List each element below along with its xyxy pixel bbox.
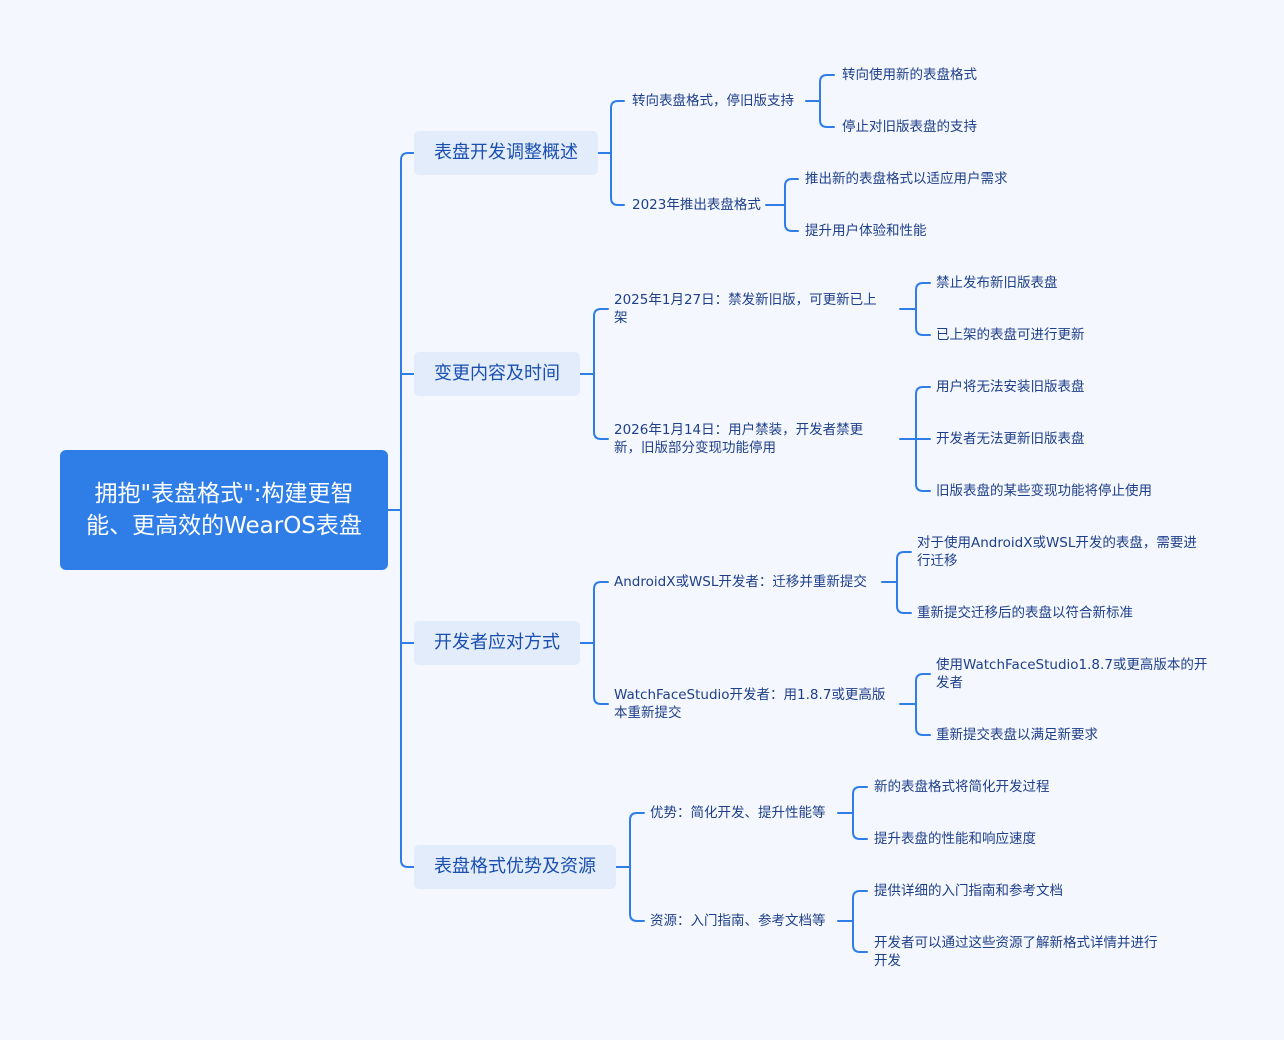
connector bbox=[837, 786, 868, 840]
connector bbox=[881, 551, 912, 614]
branch-topic-overview[interactable]: 表盘开发调整概述 bbox=[414, 131, 598, 175]
connector bbox=[899, 282, 931, 336]
subtopic[interactable]: AndroidX或WSL开发者：迁移并重新提交 bbox=[614, 574, 867, 590]
leaf-topic[interactable]: 用户将无法安装旧版表盘 bbox=[936, 379, 1085, 395]
connector bbox=[765, 178, 799, 232]
connector bbox=[579, 308, 609, 440]
branch-label: 变更内容及时间 bbox=[434, 363, 560, 384]
connector bbox=[387, 152, 415, 868]
branch-topic-developers[interactable]: 开发者应对方式 bbox=[414, 621, 580, 665]
subtopic[interactable]: 转向表盘格式，停旧版支持 bbox=[632, 93, 794, 109]
branch-topic-changes[interactable]: 变更内容及时间 bbox=[414, 352, 580, 396]
connector bbox=[899, 386, 931, 492]
connector bbox=[805, 74, 835, 128]
branch-topic-resources[interactable]: 表盘格式优势及资源 bbox=[414, 845, 616, 889]
subtopic[interactable]: 2025年1月27日：禁发新旧版，可更新已上架 bbox=[614, 292, 877, 326]
connector bbox=[597, 100, 625, 206]
leaf-topic[interactable]: 提供详细的入门指南和参考文档 bbox=[874, 883, 1063, 899]
leaf-topic[interactable]: 使用WatchFaceStudio1.8.7或更高版本的开发者 bbox=[936, 657, 1208, 691]
leaf-topic[interactable]: 开发者无法更新旧版表盘 bbox=[936, 431, 1085, 447]
leaf-topic[interactable]: 已上架的表盘可进行更新 bbox=[936, 327, 1085, 343]
leaf-topic[interactable]: 停止对旧版表盘的支持 bbox=[842, 119, 977, 135]
subtopic[interactable]: 优势：简化开发、提升性能等 bbox=[650, 805, 826, 821]
leaf-topic[interactable]: 转向使用新的表盘格式 bbox=[842, 67, 977, 83]
subtopic[interactable]: 2023年推出表盘格式 bbox=[632, 197, 761, 213]
root-topic[interactable]: 拥抱"表盘格式":构建更智能、更高效的WearOS表盘 bbox=[60, 450, 388, 570]
leaf-topic[interactable]: 重新提交迁移后的表盘以符合新标准 bbox=[917, 605, 1133, 621]
leaf-topic[interactable]: 旧版表盘的某些变现功能将停止使用 bbox=[936, 483, 1152, 499]
leaf-topic[interactable]: 重新提交表盘以满足新要求 bbox=[936, 727, 1098, 743]
leaf-topic[interactable]: 提升用户体验和性能 bbox=[805, 223, 927, 239]
subtopic[interactable]: 资源：入门指南、参考文档等 bbox=[650, 913, 826, 929]
leaf-topic[interactable]: 对于使用AndroidX或WSL开发的表盘，需要进行迁移 bbox=[917, 535, 1197, 569]
branch-label: 表盘格式优势及资源 bbox=[434, 856, 596, 877]
leaf-topic[interactable]: 提升表盘的性能和响应速度 bbox=[874, 831, 1036, 847]
leaf-topic[interactable]: 禁止发布新旧版表盘 bbox=[936, 275, 1058, 291]
connector bbox=[579, 581, 609, 705]
leaf-topic[interactable]: 开发者可以通过这些资源了解新格式详情并进行开发 bbox=[874, 935, 1158, 969]
branch-label: 表盘开发调整概述 bbox=[434, 142, 578, 163]
subtopic[interactable]: 2026年1月14日：用户禁装，开发者禁更新，旧版部分变现功能停用 bbox=[614, 422, 864, 456]
leaf-topic[interactable]: 新的表盘格式将简化开发过程 bbox=[874, 779, 1050, 795]
subtopic[interactable]: WatchFaceStudio开发者：用1.8.7或更高版本重新提交 bbox=[614, 687, 886, 721]
root-topic-label: 拥抱"表盘格式":构建更智能、更高效的WearOS表盘 bbox=[86, 481, 362, 539]
branch-label: 开发者应对方式 bbox=[434, 632, 560, 653]
leaf-topic[interactable]: 推出新的表盘格式以适应用户需求 bbox=[805, 171, 1008, 187]
connector bbox=[615, 812, 645, 922]
connector bbox=[837, 890, 868, 953]
connector bbox=[899, 673, 931, 736]
